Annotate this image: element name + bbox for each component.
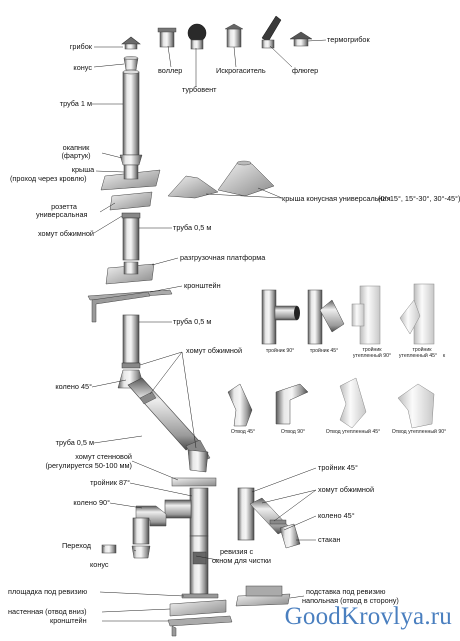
kronshtein-1-part <box>87 289 173 323</box>
label-koleno-45-1: колено 45° <box>55 382 92 391</box>
label-revizia: ревизия с <box>220 547 254 556</box>
turboventil-part <box>187 23 207 50</box>
troynik-45-fitting <box>307 289 345 345</box>
label-truba-05-1: труба 0,5 м <box>173 223 212 232</box>
otvod-45-fitting <box>227 383 253 427</box>
caption-troynik-45: тройник 45° <box>309 348 339 354</box>
iskrogasitel-part <box>224 23 244 48</box>
label-truba-05-2: труба 0,5 м <box>173 317 212 326</box>
label-troynik-87: тройник 87° <box>90 478 130 487</box>
label-termogribok: термогрибок <box>327 35 370 44</box>
label-voller: воллер <box>158 66 183 75</box>
otvod-90-fitting <box>275 383 309 425</box>
label-krysha-konus-angles: (0°-15°, 15°-30°, 30°-45°) <box>378 194 460 203</box>
troynik-90-fitting <box>261 289 300 345</box>
label-krysha-konus: крыша конусная универсальная <box>282 194 391 203</box>
label-gribok: грибок <box>69 42 92 51</box>
label-podstavka-sub: напольная (отвод в сторону) <box>302 596 399 605</box>
label-podstavka: подставка под ревизию <box>306 587 386 596</box>
caption-troynik-uteplenny-45-sub: утепленный 45° <box>398 353 438 359</box>
caption-troynik-uteplenny-90: тройник <box>362 347 382 353</box>
gribok-cap <box>121 36 141 50</box>
koleno-45-truba-diagonal <box>117 369 211 473</box>
konus-top-part <box>123 56 139 71</box>
leader-lines <box>91 39 327 622</box>
podstavka-part <box>235 585 291 607</box>
truba-05-1-part <box>122 217 140 261</box>
troynik-45-assembly <box>237 487 301 549</box>
troynik-uteplenny-90-fitting <box>351 285 381 345</box>
label-okapnik: окапник <box>62 143 90 152</box>
caption-troynik-uteplenny-90-sub: утепленный 90° <box>352 353 392 359</box>
truba-1m-part <box>122 69 140 156</box>
caption-troynik-uteplenny-45: тройник <box>412 347 432 353</box>
label-stakan: стакан <box>318 535 341 544</box>
truba-05-2-part <box>121 314 141 369</box>
caption-otvod-uteplenny-90: Отвод утепленный 90° <box>391 429 447 435</box>
label-koleno-90: колено 90° <box>73 498 110 507</box>
krysha-konus-parts <box>167 160 275 199</box>
label-turboventil: турбовент <box>182 85 217 94</box>
watermark: GoodKrovlya.ru <box>284 603 452 630</box>
label-kronshtein-1: кронштейн <box>184 281 221 290</box>
label-revizia-sub: окном для чистки <box>212 556 272 565</box>
label-ploshchadka: площадка под ревизию <box>8 587 88 596</box>
khomut-stenovoy-part <box>171 477 217 487</box>
troynik-87-part <box>164 487 209 537</box>
khomut-1-part <box>121 212 141 219</box>
label-nastennaya: настенная (отвод вниз) <box>8 607 87 616</box>
voller-part <box>157 27 177 48</box>
caption-troynik-90: тройник 90° <box>265 348 295 354</box>
caption-troynik-uteplenny-45-tail: к <box>442 353 446 359</box>
rozetta-plate <box>109 191 153 211</box>
label-fliuger: флюгер <box>292 66 319 75</box>
label-rozetta-sub: универсальная <box>36 210 88 219</box>
ploshchadka-part <box>169 593 227 617</box>
koleno-90-part <box>132 505 167 545</box>
label-khomut-1: хомут обжимной <box>37 229 94 238</box>
razgruz-platforma-part <box>105 261 155 285</box>
label-okapnik-sub: (фартук) <box>61 151 91 160</box>
caption-otvod-90: Отвод 90° <box>280 429 306 435</box>
otvod-uteplenny-90-fitting <box>397 383 435 429</box>
fliuger-part <box>261 15 282 49</box>
label-konus-top: конус <box>73 63 92 72</box>
label-perekhod: Переход <box>62 541 91 550</box>
label-kronshtein-2: кронштейн <box>50 616 87 625</box>
label-konus-bottom: конус <box>90 560 109 569</box>
label-khomut-stenovoy: хомут стенновой <box>75 452 132 461</box>
krysha-flashing <box>100 164 161 191</box>
label-krysha-sub: (проход через кровлю) <box>10 174 87 183</box>
label-troynik-45: тройник 45° <box>318 463 358 472</box>
label-khomut-2: хомут обжимной <box>186 346 243 355</box>
caption-otvod-uteplenny-45: Отвод утепленный 45° <box>325 429 381 435</box>
revizia-part <box>189 535 209 595</box>
label-truba-05-3: труба 0,5 м <box>55 438 94 447</box>
label-koleno-45-2: колено 45° <box>318 511 355 520</box>
troynik-uteplenny-45-fitting <box>399 283 435 345</box>
label-khomut-3: хомут обжимной <box>318 485 375 494</box>
kronshtein-2-part <box>167 615 233 637</box>
label-iskrogasitel: Искрогаситель <box>216 66 266 75</box>
label-truba-1m: труба 1 м <box>59 99 92 108</box>
termogribok-part <box>289 31 313 47</box>
otvod-uteplenny-45-fitting <box>339 377 367 429</box>
perekhod-konus-part <box>101 544 151 559</box>
label-rozetta: розетта <box>51 202 77 211</box>
caption-otvod-45: Отвод 45° <box>230 429 256 435</box>
okapnik-part <box>119 154 143 166</box>
label-razgruz-platforma: разгрузочная платформа <box>180 253 266 262</box>
label-krysha: крыша <box>71 165 95 174</box>
label-khomut-stenovoy-sub: (регулируется 50-100 мм) <box>45 461 133 470</box>
